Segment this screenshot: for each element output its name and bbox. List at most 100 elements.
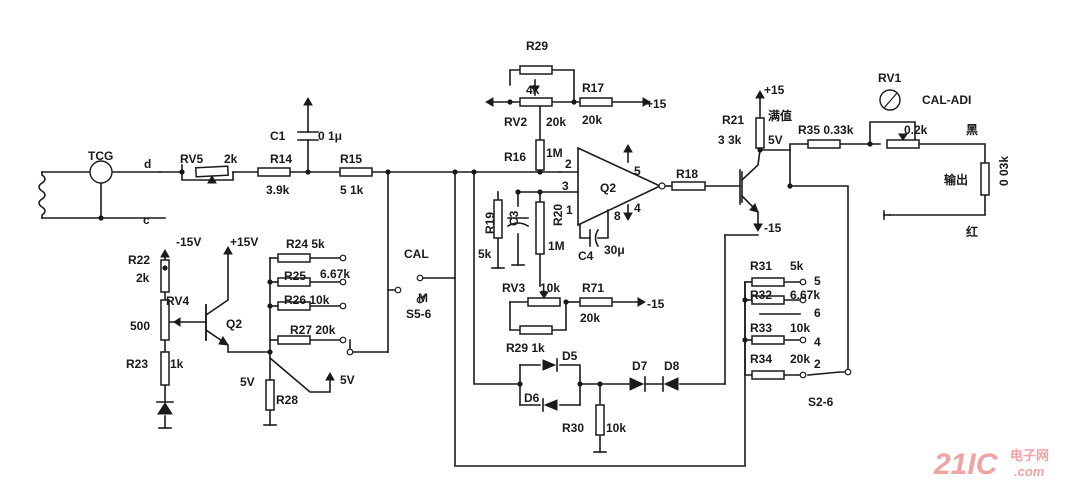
label-c3: C3 [507,210,521,226]
label-rv3-val: 10k [540,281,560,295]
label-d6: D6 [524,391,540,405]
label-r33-val: 10k [790,321,810,335]
label-r17-val: 20k [582,113,602,127]
resistor-r22 [160,259,170,293]
label-r21: R21 [722,113,744,127]
resistor-r21 [755,117,765,149]
label-rv5: RV5 [180,152,203,166]
label-d7: D7 [632,359,648,373]
resistor-r14 [257,167,291,177]
resistor-rv1 [886,139,920,149]
label-r20-val: 1M [548,239,565,253]
label-minus15-a: -15 [647,297,665,311]
label-sw6: 6 [814,306,821,320]
label-r24: R24 5k [286,237,325,251]
label-plus15-a: +15 [646,97,667,111]
resistor-r28 [265,379,275,411]
resistor-r19 [493,199,503,239]
capacitor-c4 [589,228,600,248]
label-r14: R14 [270,152,292,166]
switch-contacts [339,254,852,379]
label-rv4-val: 500 [130,319,150,333]
label-five-v-b: 5V [240,375,255,389]
label-pin3: 3 [562,179,569,193]
label-tcg: TCG [88,149,113,163]
resistor-r29b [519,325,553,335]
label-r29b: R29 1k [506,341,545,355]
label-c4-val: 30μ [604,243,625,257]
transistor-output [739,169,759,213]
resistor-r16 [535,139,545,171]
capacitor-c1 [297,131,319,141]
resistor-r24 [277,253,311,263]
resistor-r18 [671,181,706,191]
watermark-logo: 21IC 电子网 .com [933,448,1049,481]
label-r21-val: 3 3k [718,133,742,147]
resistor-r17 [579,97,613,107]
ground-and-supply-symbols [158,85,908,453]
label-r26: R26 10k [284,293,330,307]
label-r15: R15 [340,152,362,166]
label-rv2-val: 4k [526,83,540,97]
label-d: d [144,157,151,171]
label-pin8: 8 [614,209,621,223]
resistor-r26 [277,301,311,311]
label-r22-val: 2k [136,271,150,285]
label-five-v-c: 5V [340,373,355,387]
label-c: c [143,213,150,227]
label-m: M [418,291,428,305]
capacitor-c3 [506,217,530,228]
label-r30-val: 10k [606,421,626,435]
junction-dots [98,99,873,387]
label-r35: R35 0.33k [798,123,854,137]
label-r30: R30 [562,421,584,435]
label-d5: D5 [562,349,578,363]
label-r17: R17 [582,81,604,95]
label-sw2: 2 [814,357,821,371]
label-r19-val: 5k [478,247,492,261]
label-pin1: 1 [566,203,573,217]
label-pin5: 5 [634,164,641,178]
watermark-url: .com [1014,464,1045,479]
resistor-output [980,162,990,196]
label-rv2-val2: 20k [546,115,566,129]
label-five-v: 5V [768,133,783,147]
transistor-q2 [205,304,229,346]
label-cal: CAL [404,247,429,261]
diode-d8 [662,376,679,392]
label-r34: R34 [750,352,772,366]
label-cal-adi: CAL-ADI [922,93,971,107]
label-rv5-val: 2k [224,152,238,166]
resistor-r29 [519,65,553,75]
label-r71: R71 [582,281,604,295]
op-amp-q2 [577,146,666,227]
label-rv4: RV4 [166,294,189,308]
resistor-rv2 [519,97,553,107]
label-r33: R33 [750,321,772,335]
diodes [156,358,679,415]
watermark-cn: 电子网 [1010,448,1049,464]
resistor-r23 [160,351,170,386]
label-black: 黑 [966,123,978,137]
label-sw4: 4 [814,335,821,349]
label-003k: 0 03k [997,156,1011,186]
label-r31-val: 5k [790,259,804,273]
label-c1: C1 [270,129,286,143]
diode-d7 [629,376,646,392]
label-sw5: 5 [814,274,821,288]
label-rv3: RV3 [502,281,525,295]
diode-zener [156,401,174,415]
label-r16-val: 1M [546,146,563,160]
label-plus15v: +15V [230,235,258,249]
label-r28: R28 [276,393,298,407]
label-red: 红 [966,224,978,239]
label-s5-6: S5-6 [406,307,432,321]
resistor-r71 [579,297,613,307]
label-s2-6: S2-6 [808,395,834,409]
label-full-scale: 满值 [768,108,792,123]
label-r32-val: 6.67k [790,288,820,302]
label-r18: R18 [676,167,698,181]
rv1-meter [879,89,901,111]
resistor-r27 [277,335,311,345]
